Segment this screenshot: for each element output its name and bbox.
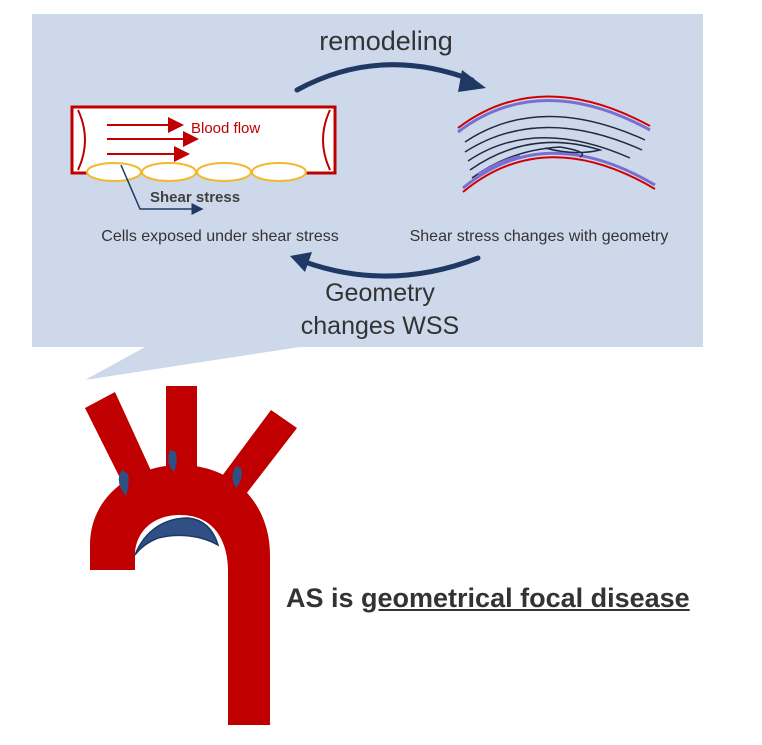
statement-prefix: AS is [286,583,362,613]
aortic-arch-illustration [85,386,297,725]
branch-artery [85,392,158,498]
plaque [168,450,177,472]
shear-stress-pointer [120,164,204,215]
remodeling-arrow [294,62,486,93]
right-panel-caption: Shear stress changes with geometry [410,228,669,245]
aortic-arch [90,465,270,725]
endothelial-cells [86,162,307,182]
plaque [232,466,242,488]
plaque [118,470,129,496]
vessel-segment-diagram [70,105,337,175]
statement-emphasis: geometrical focal disease [361,583,690,613]
shear-stress-label: Shear stress [150,189,240,206]
blood-flow-label: Blood flow [191,120,260,137]
endothelial-cell [86,162,142,182]
endothelial-cell [141,162,197,182]
endothelial-cell [196,162,252,182]
left-panel-caption: Cells exposed under shear stress [101,228,338,245]
conclusion-statement: AS is geometrical focal disease [286,583,690,614]
curved-vessel-diagram [457,95,656,193]
remodeling-label: remodeling [319,26,453,56]
feedback-label-line2: changes WSS [301,312,459,340]
endothelial-cell [251,162,307,182]
plaque [134,517,220,556]
feedback-label-line1: Geometry [325,279,435,307]
feedback-arrow [290,252,481,279]
